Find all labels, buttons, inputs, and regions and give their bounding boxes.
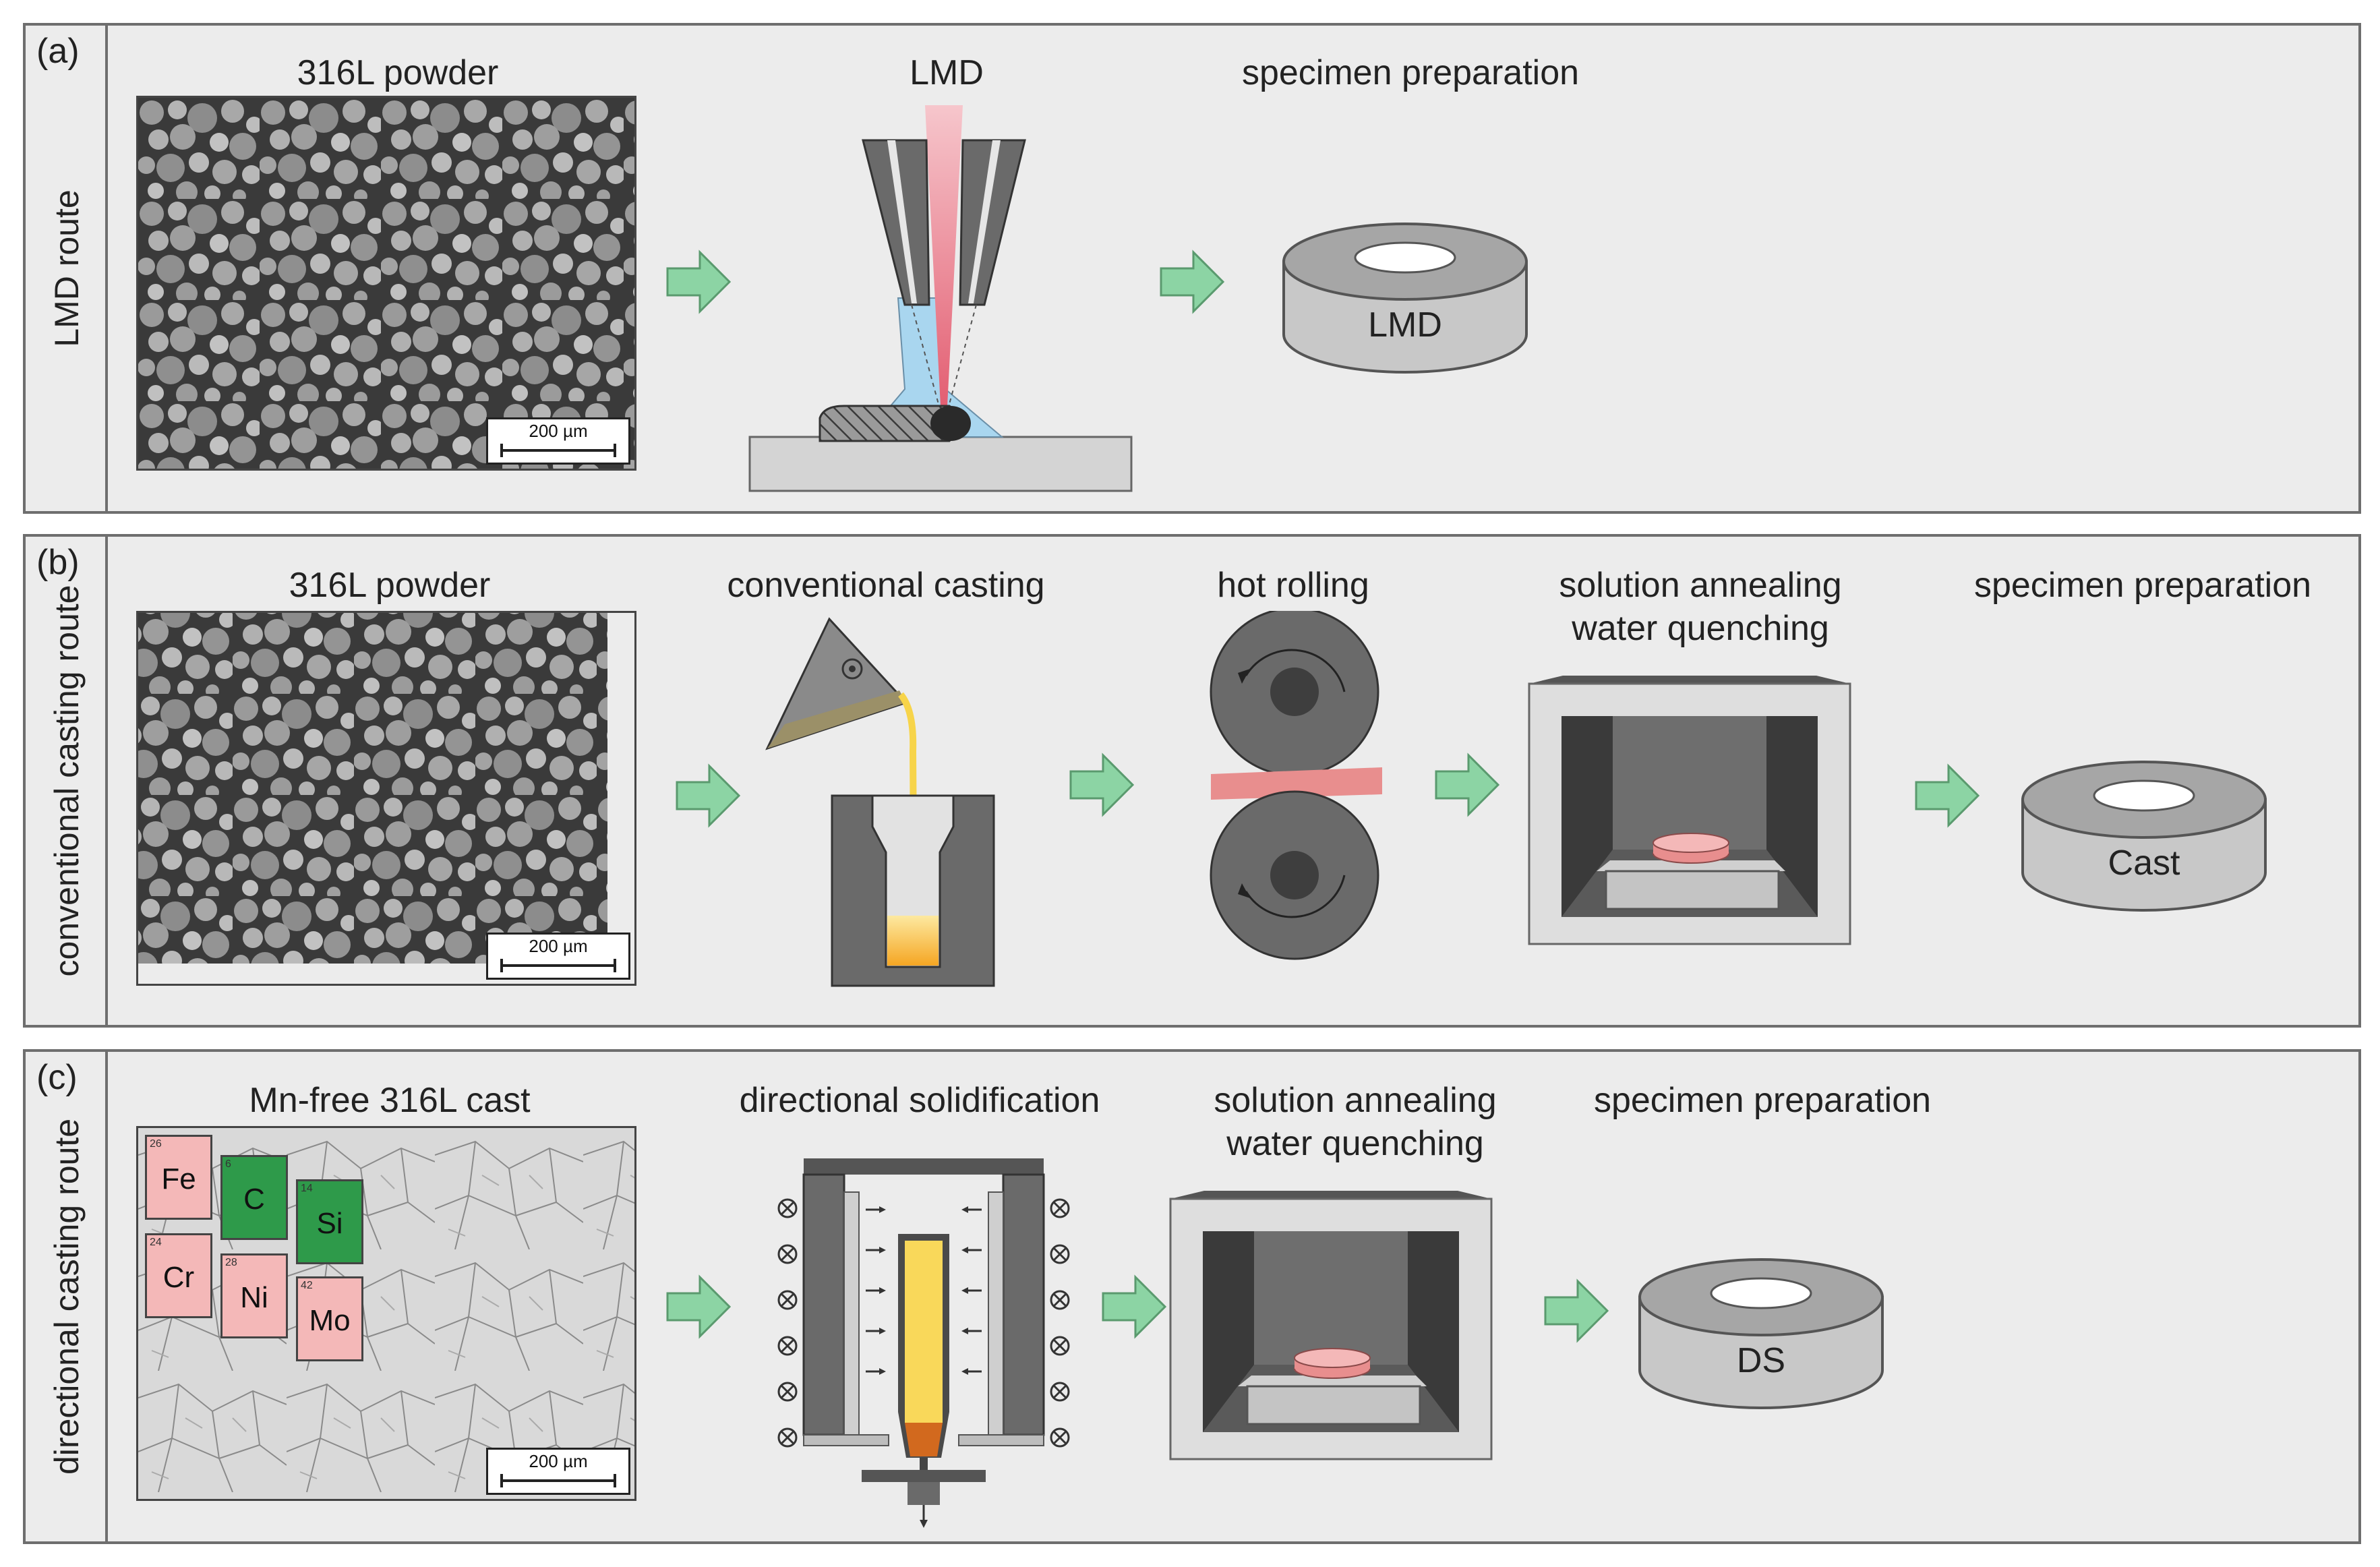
specimen-ring-shape — [1638, 1258, 1884, 1409]
specimen-label: Cast — [2108, 844, 2180, 883]
process-arrow — [1160, 249, 1225, 314]
process-arrow — [1435, 752, 1500, 817]
process-arrow — [666, 249, 732, 314]
process-arrow — [666, 1274, 732, 1339]
specimen-ring: Cast — [2019, 759, 2269, 914]
powder-micrograph: 200 µm — [136, 611, 636, 986]
step-label-specimen: specimen preparation — [1241, 53, 1580, 92]
specimen-label: LMD — [1368, 305, 1442, 345]
specimen-label: DS — [1736, 1341, 1786, 1380]
step-label-hot-rolling: hot rolling — [1217, 566, 1369, 605]
directional-solidification-furnace — [777, 1158, 1070, 1528]
specimen-ring: LMD — [1280, 221, 1530, 376]
step-label-powder: 316L powder — [297, 53, 499, 92]
panel-tag: (c) — [36, 1058, 78, 1097]
casting-diagram — [765, 617, 995, 987]
process-arrow — [676, 763, 741, 828]
panel-side-label: (c) directional casting route — [26, 1052, 108, 1541]
scale-bar-label: 200 µm — [529, 421, 588, 441]
powder-texture — [138, 98, 634, 469]
route-label: directional casting route — [48, 1118, 86, 1475]
process-arrow — [1915, 763, 1980, 828]
step-label-solution-annealing: solution annealing — [1559, 566, 1842, 605]
hot-rolling-diagram — [1210, 611, 1382, 960]
step-label-solution-annealing: solution annealing — [1214, 1081, 1497, 1120]
specimen-ring-shape — [2021, 761, 2267, 912]
furnace-diagram — [1528, 676, 1851, 945]
step-label-directional-solidification: directional solidification — [739, 1081, 1100, 1120]
panel-tag: (a) — [36, 32, 80, 71]
scale-bar-label: 200 µm — [529, 1451, 588, 1471]
panel-conventional-casting-route: (b) conventional casting route 316L powd… — [23, 534, 2361, 1028]
panel-lmd-route: (a) LMD route 316L powder 200 µm LMD spe… — [23, 23, 2361, 514]
scale-bar-label: 200 µm — [529, 936, 588, 956]
step-label-casting: conventional casting — [727, 566, 1045, 605]
lmd-nozzle-diagram — [748, 105, 1133, 492]
step-label-specimen: specimen preparation — [1593, 1081, 1932, 1120]
step-label-water-quenching: water quenching — [1572, 609, 1829, 648]
scale-bar: 200 µm — [486, 1448, 630, 1495]
furnace-diagram — [1169, 1191, 1493, 1460]
route-label: conventional casting route — [48, 585, 86, 977]
panel-side-label: (a) LMD route — [26, 26, 108, 511]
grain-texture — [138, 1128, 634, 1499]
panel-tag: (b) — [36, 543, 80, 582]
process-arrow — [1069, 752, 1135, 817]
specimen-ring-shape — [1282, 223, 1528, 374]
panel-directional-casting-route: (c) directional casting route Mn-free 31… — [23, 1049, 2361, 1544]
scale-bar: 200 µm — [486, 417, 630, 465]
powder-micrograph: 200 µm — [136, 96, 636, 471]
step-label-water-quenching: water quenching — [1226, 1124, 1484, 1163]
step-label-lmd: LMD — [910, 53, 984, 92]
powder-texture — [138, 613, 607, 964]
process-arrow — [1102, 1274, 1167, 1339]
specimen-ring: DS — [1636, 1257, 1886, 1412]
step-label-mn-free-cast: Mn-free 316L cast — [249, 1081, 531, 1120]
step-label-specimen: specimen preparation — [1973, 566, 2312, 605]
scale-bar: 200 µm — [486, 933, 630, 980]
step-label-powder: 316L powder — [289, 566, 491, 605]
process-arrow — [1544, 1278, 1609, 1343]
panel-side-label: (b) conventional casting route — [26, 537, 108, 1025]
route-label: LMD route — [48, 189, 86, 347]
